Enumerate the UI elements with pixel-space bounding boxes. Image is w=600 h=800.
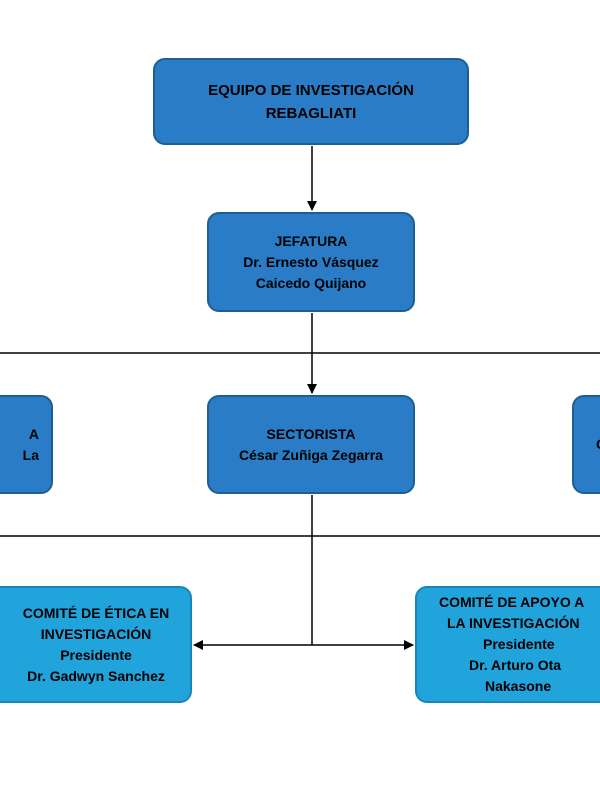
node-label: LA INVESTIGACIÓN [447, 615, 580, 631]
node-comite-etica: COMITÉ DE ÉTICA EN INVESTIGACIÓN Preside… [0, 586, 192, 703]
node-label: Dr. Arturo Ota [469, 657, 562, 673]
node-right-partial: C [572, 395, 600, 494]
node-label: C [596, 434, 600, 455]
node-label: REBAGLIATI [265, 104, 357, 122]
node-comite-apoyo: COMITÉ DE APOYO A LA INVESTIGACIÓN Presi… [415, 586, 600, 703]
node-label: Dr. Gadwyn Sanchez [27, 667, 165, 684]
node-label: A [28, 425, 39, 442]
node-label: JEFATURA [274, 232, 348, 249]
node-label: COMITÉ DE ÉTICA EN [22, 604, 170, 621]
node-label: Presidente [60, 646, 132, 663]
node-label: Caicedo Quijano [255, 274, 367, 291]
node-label: COMITÉ DE APOYO A [439, 594, 585, 610]
node-jefatura: JEFATURA Dr. Ernesto Vásquez Caicedo Qui… [207, 212, 415, 312]
node-label: EQUIPO DE INVESTIGACIÓN [208, 81, 414, 99]
node-label: INVESTIGACIÓN [40, 625, 152, 642]
node-label: Dr. Ernesto Vásquez [243, 253, 379, 270]
node-equipo-investigacion: EQUIPO DE INVESTIGACIÓN REBAGLIATI [153, 58, 469, 145]
node-label: César Zuñiga Zegarra [239, 446, 383, 463]
node-label: SECTORISTA [266, 425, 356, 442]
node-label: La [22, 446, 39, 463]
node-left-partial: A La [0, 395, 53, 494]
node-label: Presidente [483, 636, 555, 652]
node-sectorista: SECTORISTA César Zuñiga Zegarra [207, 395, 415, 494]
node-label: Nakasone [485, 678, 552, 694]
